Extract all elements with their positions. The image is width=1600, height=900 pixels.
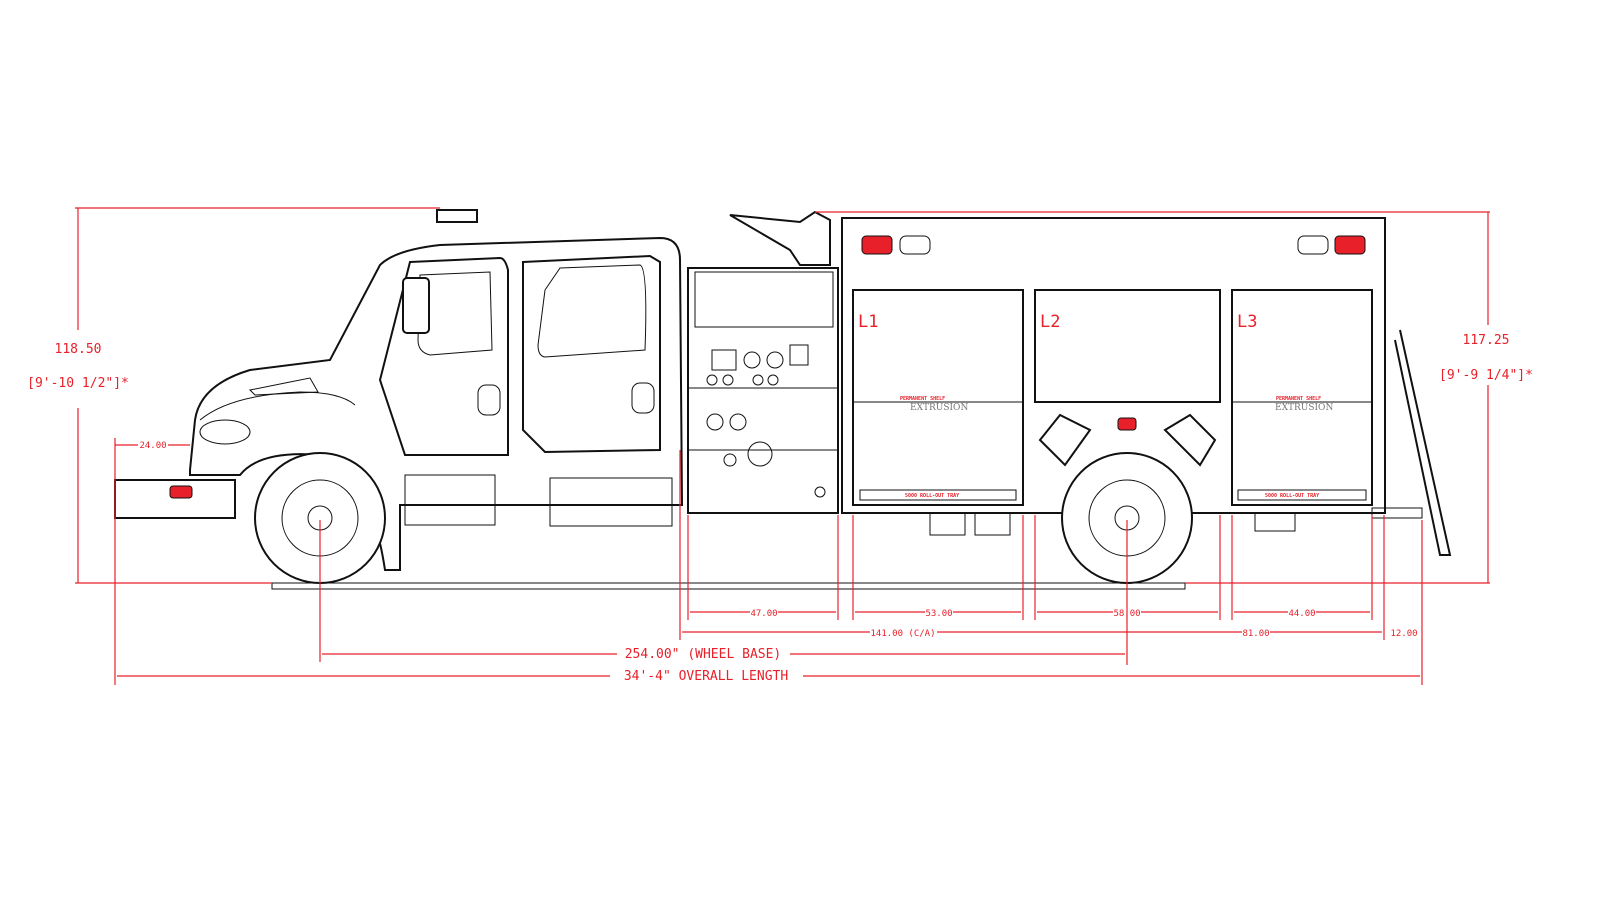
rear-overhang-label: 81.00 (1242, 629, 1269, 639)
l3-extrusion-label: EXTRUSION (1275, 403, 1333, 413)
compartment-l1[interactable] (852, 289, 1024, 506)
l3-tray-label: 5000 ROLL-OUT TRAY (1265, 493, 1319, 499)
front-height-label: 118.50 (55, 342, 102, 357)
wheel-base-label: 254.00" (WHEEL BASE) (625, 647, 782, 662)
l3-shelf-label: PERMANENT SHELF (1276, 396, 1321, 402)
compartment-l2[interactable] (1034, 289, 1221, 403)
rear-step-label: 12.00 (1390, 629, 1417, 639)
l1-extrusion-label: EXTRUSION (910, 403, 968, 413)
compartment-l3[interactable] (1231, 289, 1373, 506)
deck-gun (729, 210, 831, 266)
l2-width-label: 58.00 (1113, 609, 1140, 619)
dimension-lines (75, 207, 1490, 685)
pump-panel-width-label: 47.00 (750, 609, 777, 619)
rear-height-ft-label: [9'-9 1/4"]* (1439, 368, 1533, 383)
mirror (402, 277, 430, 334)
cab-to-axle-label: 141.00 (C/A) (870, 629, 935, 639)
rear-height-label: 117.25 (1463, 333, 1510, 348)
l1-shelf-label: PERMANENT SHELF (900, 396, 945, 402)
compartment-l3-label: L3 (1237, 312, 1257, 332)
overall-length-label: 34'-4" OVERALL LENGTH (624, 669, 788, 684)
ground-line (271, 582, 1186, 590)
front-overhang-label: 24.00 (139, 441, 166, 451)
l1-tray-label: 5000 ROLL-OUT TRAY (905, 493, 959, 499)
cab (114, 209, 684, 571)
front-height-ft-label: [9'-10 1/2"]* (27, 376, 129, 391)
light-bar (436, 209, 478, 223)
pump-panel (687, 210, 839, 514)
compartment-l1-label: L1 (858, 312, 878, 332)
compartment-l2-label: L2 (1040, 312, 1060, 332)
l3-width-label: 44.00 (1288, 609, 1315, 619)
l1-width-label: 53.00 (925, 609, 952, 619)
